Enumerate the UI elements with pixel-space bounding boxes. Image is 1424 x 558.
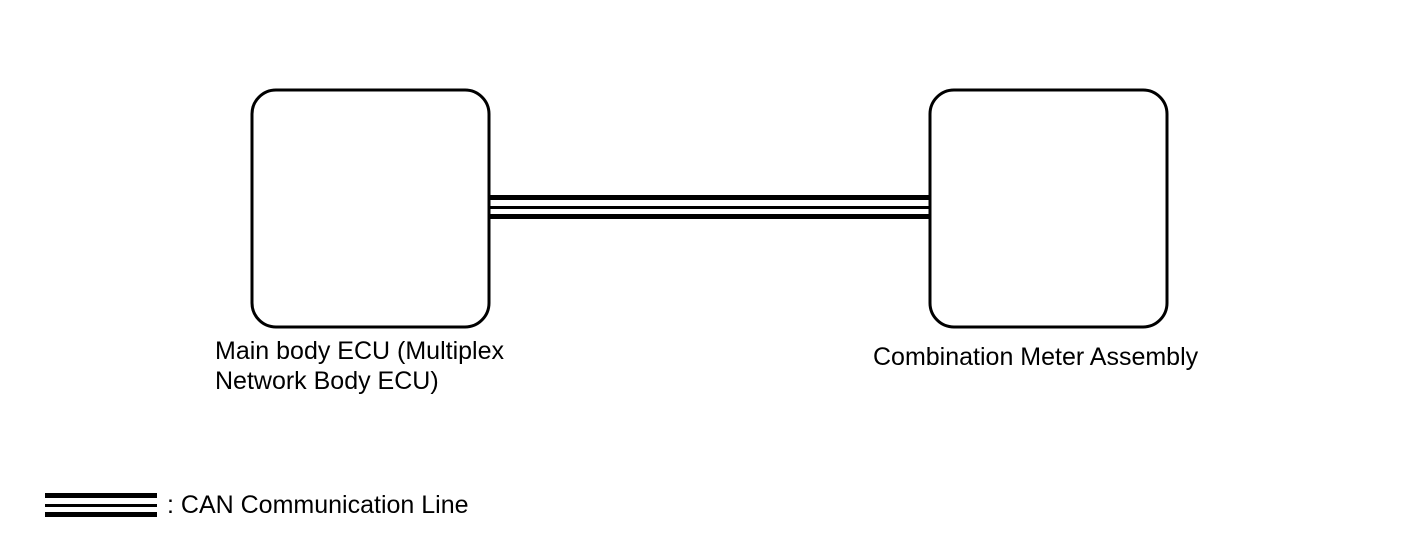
main-body-ecu-label: Main body ECU (Multiplex Network Body EC… xyxy=(215,336,504,396)
legend-can-line-label: : CAN Communication Line xyxy=(167,491,469,519)
combination-meter-label: Combination Meter Assembly xyxy=(873,343,1199,371)
can-communication-line xyxy=(489,195,930,219)
combination-meter-box xyxy=(928,88,1169,329)
main-body-ecu-box xyxy=(250,88,491,329)
main-body-ecu-label-line2: Network Body ECU) xyxy=(215,367,439,395)
main-body-ecu-label-line1: Main body ECU (Multiplex xyxy=(215,337,504,365)
legend-can-line-symbol xyxy=(45,493,157,517)
